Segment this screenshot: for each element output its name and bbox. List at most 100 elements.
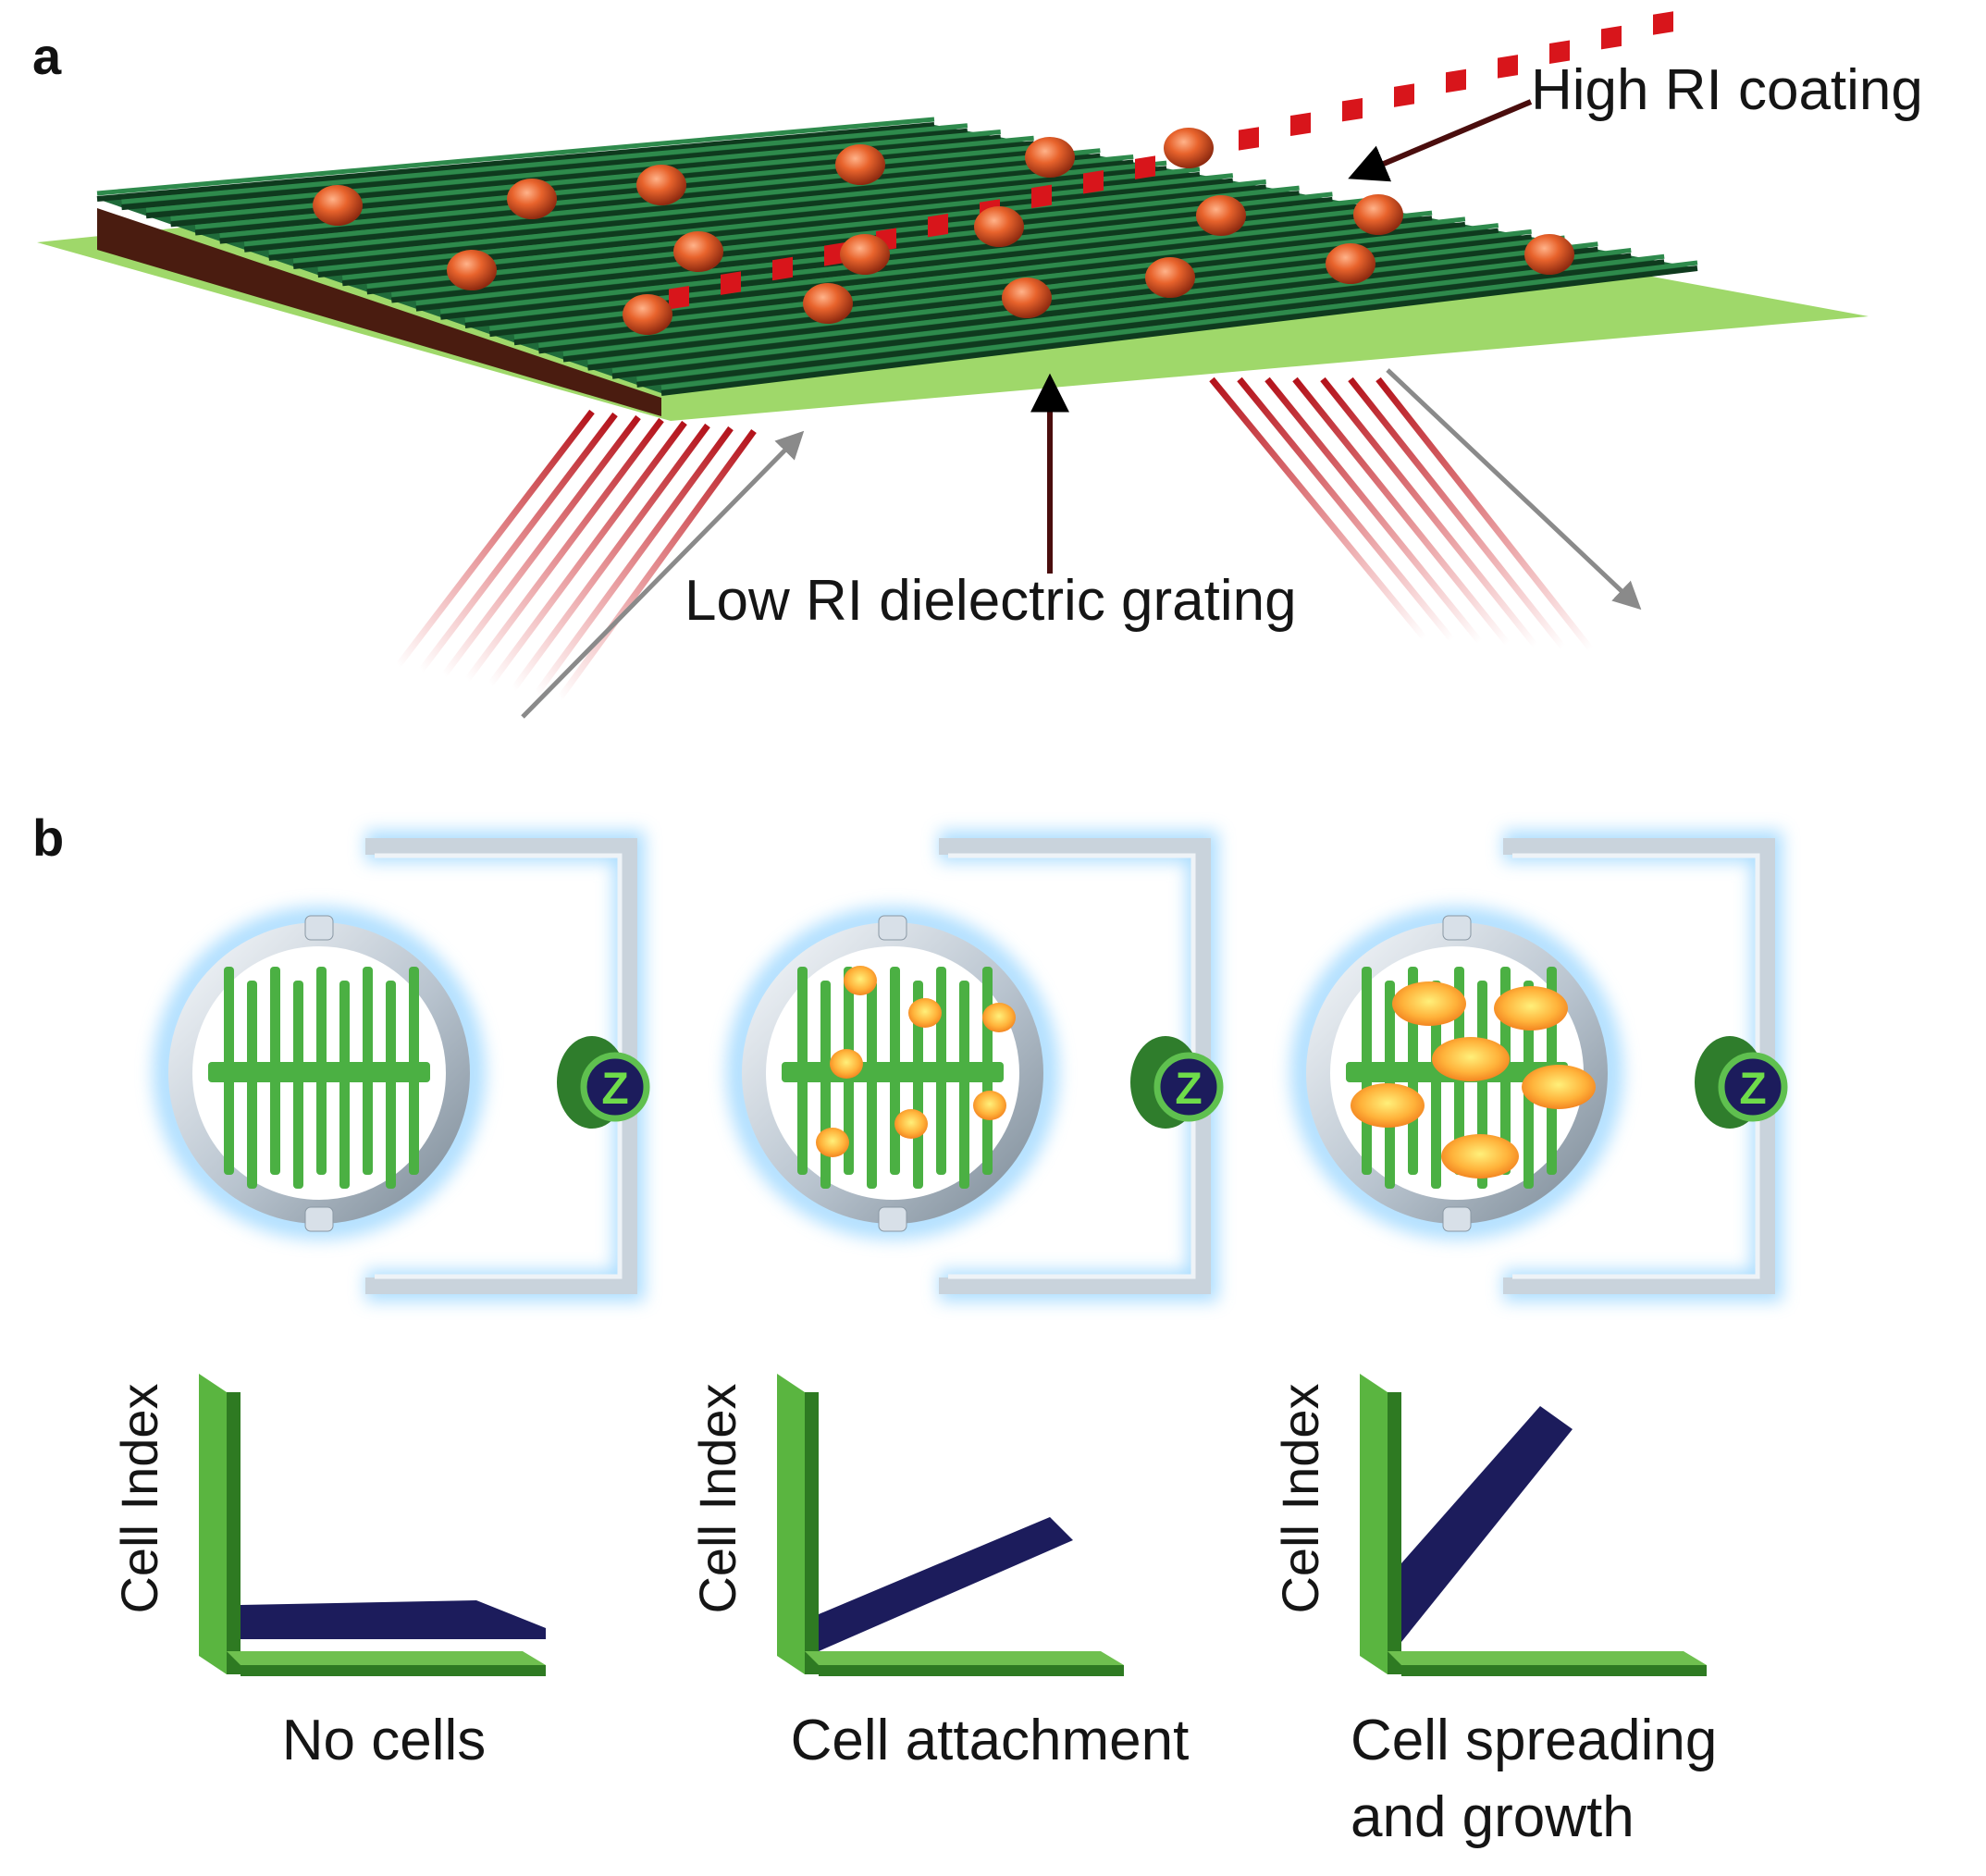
bottom-connector (304, 1206, 334, 1232)
reflected-beams (1209, 368, 1642, 652)
label-high-ri-coating: High RI coating (1531, 58, 1923, 122)
cell (1351, 1083, 1425, 1128)
red-tooth (1342, 97, 1363, 122)
red-tooth (1239, 127, 1259, 151)
cell (1432, 1037, 1510, 1081)
electrode-finger (936, 967, 946, 1175)
ridge-highlight (636, 253, 1665, 382)
cell (1025, 137, 1075, 178)
electrode-finger (1431, 981, 1441, 1189)
cell (1326, 243, 1375, 284)
electrode-finger (247, 981, 257, 1189)
cell (507, 179, 557, 219)
ridge-highlight (660, 260, 1698, 390)
impedance-symbol: Z (1739, 1065, 1766, 1114)
panel-a-letter: a (32, 27, 62, 85)
electrode-finger (316, 967, 327, 1175)
y-axis-label: Cell Index (1271, 1383, 1329, 1613)
cell (313, 185, 363, 226)
block-side (97, 208, 661, 416)
ridge-highlight (341, 179, 1266, 280)
cell (1494, 986, 1568, 1031)
reflected-arrow (1386, 368, 1642, 611)
y-axis-label: Cell Index (688, 1383, 746, 1613)
ridge-highlight (513, 223, 1499, 339)
red-tooth (721, 271, 741, 295)
cell (1164, 128, 1214, 168)
cell (840, 234, 890, 275)
cell (1196, 195, 1246, 236)
cell (1392, 981, 1466, 1026)
caption-stage-3-line-2: and growth (1351, 1785, 1634, 1849)
cell (844, 966, 877, 995)
cell (835, 144, 885, 185)
cell (1524, 234, 1574, 275)
electrode-finger (890, 967, 900, 1175)
chart-stage-1: Cell Index (110, 1374, 546, 1676)
ridge-highlight (587, 241, 1598, 365)
cells-on-grating (313, 128, 1574, 335)
top-connector (1442, 915, 1472, 941)
x-axis (1388, 1651, 1707, 1665)
cell-index-charts: Cell Index Cell Index Cell Index (110, 1374, 1707, 1676)
red-tooth (1083, 170, 1104, 194)
x-axis-side (819, 1665, 1124, 1676)
impedance-symbol: Z (601, 1065, 628, 1114)
red-tooth (1601, 25, 1622, 50)
ridge-shadow (96, 122, 935, 202)
red-tooth (928, 213, 948, 238)
electrode-finger (386, 981, 396, 1189)
ridge-highlight (464, 210, 1433, 323)
panel-b-letter: b (32, 808, 64, 867)
chart-stage-3: Cell Index (1271, 1374, 1707, 1676)
incident-arrow (521, 430, 805, 719)
electrode-finger (820, 981, 831, 1189)
x-axis (805, 1651, 1124, 1665)
ridge-shadow (243, 159, 1134, 253)
top-connector (878, 915, 907, 941)
cell (636, 165, 686, 205)
ridge-highlight (366, 185, 1300, 289)
red-tooth (824, 242, 845, 266)
x-axis-side (241, 1665, 546, 1676)
coating-arrow (1348, 99, 1533, 182)
ridge-shadow (121, 128, 968, 211)
panel-a: a (32, 11, 1923, 719)
ridge-shadow (660, 265, 1698, 396)
y-axis-side (227, 1392, 241, 1674)
y-axis-label: Cell Index (110, 1383, 168, 1613)
caption-stage-1: No cells (282, 1709, 487, 1772)
cell (816, 1128, 849, 1157)
cell (1002, 278, 1052, 318)
red-tooth (1135, 155, 1155, 179)
red-tooth (1653, 11, 1673, 35)
ridge-shadow (611, 253, 1632, 379)
caption-stage-3-line-1: Cell spreading (1351, 1709, 1717, 1772)
label-low-ri-grating: Low RI dielectric grating (685, 569, 1297, 633)
ridge-shadow (562, 241, 1565, 363)
cell (803, 283, 853, 324)
cell (830, 1049, 863, 1079)
electrode-finger (270, 967, 280, 1175)
impedance-sensor-face (580, 1052, 650, 1122)
ridge-highlight (96, 117, 935, 196)
y-axis-side (1388, 1392, 1401, 1674)
top-connector (304, 915, 334, 941)
y-axis (199, 1374, 227, 1674)
y-axis (777, 1374, 805, 1674)
cell (623, 294, 672, 335)
red-tooth (1549, 40, 1570, 64)
cell (1441, 1134, 1519, 1179)
electrode-finger (867, 981, 877, 1189)
cell (1353, 194, 1403, 235)
cell (1522, 1065, 1596, 1109)
red-tooth (669, 286, 689, 310)
electrode-finger (363, 967, 373, 1175)
incident-beams (395, 409, 805, 719)
x-axis (227, 1651, 546, 1665)
cell-index-curve (1401, 1406, 1573, 1642)
ridge-highlight (243, 154, 1134, 247)
electrode-finger (1362, 967, 1372, 1175)
